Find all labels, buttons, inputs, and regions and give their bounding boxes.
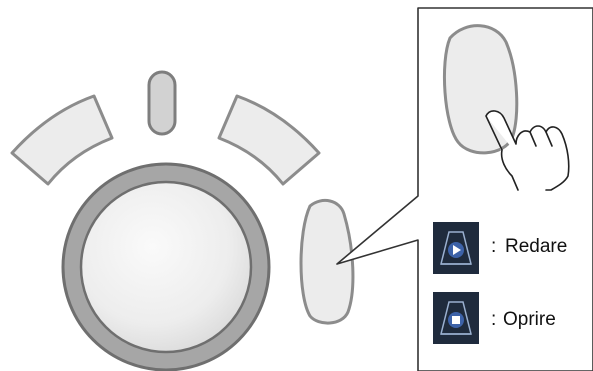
probe-stop-icon <box>433 292 479 344</box>
left-curved-key[interactable] <box>12 96 112 184</box>
right-curved-key[interactable] <box>219 96 319 184</box>
stop-separator: : <box>491 309 496 330</box>
stop-label: Oprire <box>503 309 556 330</box>
play-separator: : <box>491 236 496 257</box>
trackball-ball[interactable] <box>81 182 251 352</box>
probe-play-icon <box>433 222 479 274</box>
play-label: Redare <box>505 236 567 257</box>
trackball[interactable] <box>63 164 269 370</box>
center-vertical-key[interactable] <box>149 72 175 134</box>
